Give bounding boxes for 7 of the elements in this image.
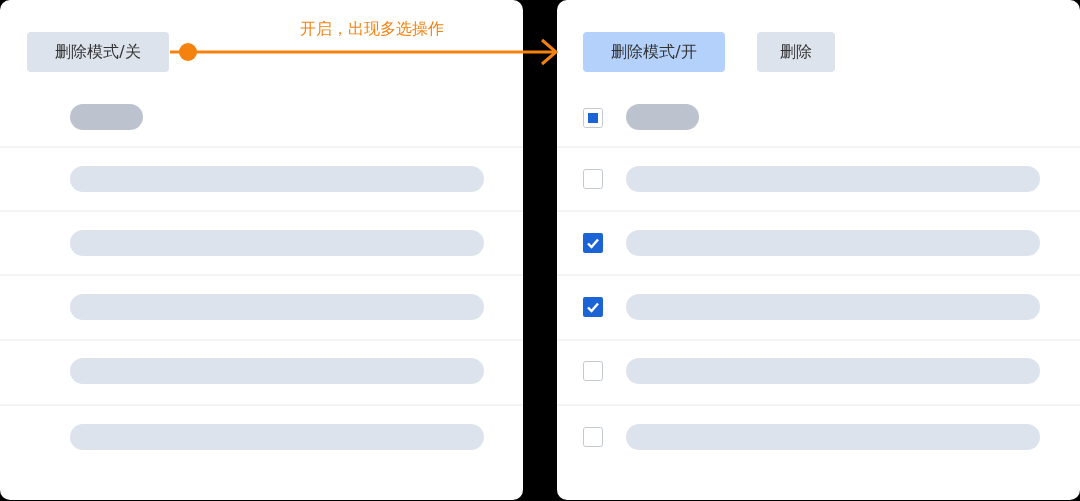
arrow xyxy=(170,38,558,66)
toggle-button: 删除 xyxy=(757,32,835,72)
toggle-button: 删除模式/关 xyxy=(27,32,169,72)
list-panel xyxy=(557,0,1080,500)
toggle-button: 删除模式/开 xyxy=(583,32,725,72)
list-panel xyxy=(0,0,523,500)
edge-label: 开启，出现多选操作 xyxy=(300,19,444,40)
